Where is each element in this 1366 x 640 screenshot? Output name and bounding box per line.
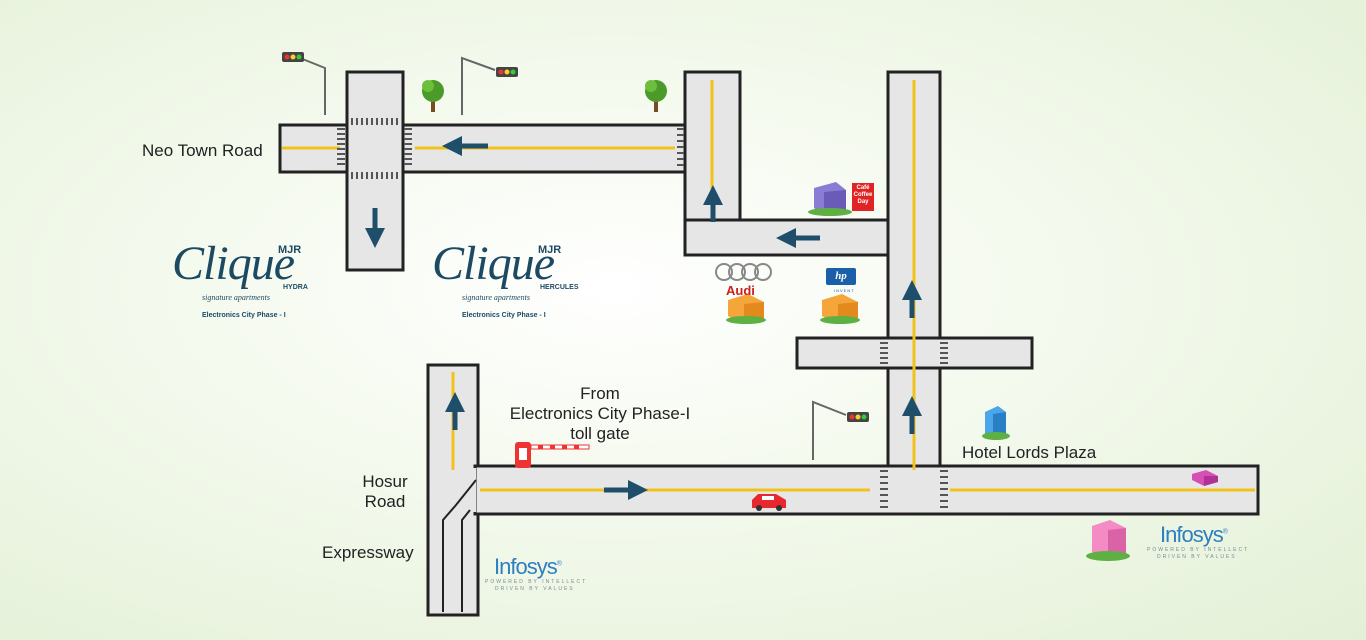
neo-town-road-label: Neo Town Road [142, 141, 263, 160]
infosys-wordmark: Infosys [494, 554, 558, 579]
variant-label: HYDRA [283, 284, 308, 291]
traffic-light-icon [812, 400, 869, 460]
mjr-clique-hydra-logo: MJR Clique HYDRA signature apartments El… [168, 238, 318, 324]
variant-label: HERCULES [540, 284, 579, 291]
from-label-line1: From [580, 384, 620, 403]
hosur-road-label: Hosur Road [350, 472, 420, 512]
infosys-tagline-left: POWERED BY INTELLECT DRIVEN BY VALUES [485, 579, 587, 593]
hosur-label-line2: Road [364, 492, 406, 511]
infosys-tag-line2: DRIVEN BY VALUES [1157, 554, 1237, 560]
audi-logo [715, 263, 772, 281]
zebra-1 [337, 128, 345, 165]
tagline: signature apartments [202, 293, 270, 302]
clique-wordmark: Clique [432, 237, 555, 290]
mjr-label: MJR [538, 244, 562, 256]
zebra-6 [880, 342, 888, 364]
infosys-tag-line1: POWERED BY INTELLECT [485, 579, 588, 585]
traffic-light-icon [461, 56, 518, 115]
zebra-crossings [337, 118, 948, 508]
traffic-light-icon [282, 52, 326, 115]
infosys-tag-line1: POWERED BY INTELLECT [1147, 547, 1250, 553]
tree-icon [645, 80, 667, 112]
zebra-4 [351, 172, 398, 179]
from-label-line2: Electronics City Phase-I [509, 404, 691, 423]
zebra-9 [940, 470, 948, 508]
zebra-3 [351, 118, 398, 125]
location-label: Electronics City Phase - I [202, 312, 286, 319]
building-icon [982, 406, 1010, 440]
hp-logo: hp [826, 268, 856, 285]
infosys-wordmark: Infosys [1160, 522, 1224, 547]
direction-arrows [365, 136, 922, 500]
car-icon [752, 494, 786, 511]
infosys-logo-left: Infosys® [494, 554, 562, 579]
building-icon [1086, 520, 1130, 561]
infosys-logo-right: Infosys® [1160, 522, 1228, 547]
zebra-2 [404, 128, 412, 165]
zebra-8 [880, 470, 888, 508]
cafe-coffee-day-logo: Café Coffee Day [852, 183, 874, 211]
zebra-7 [940, 342, 948, 364]
mjr-label: MJR [278, 244, 302, 256]
building-icon [726, 294, 766, 324]
infosys-tagline-right: POWERED BY INTELLECT DRIVEN BY VALUES [1147, 547, 1249, 561]
hosur-label-line1: Hosur [362, 472, 408, 491]
expressway-label: Expressway [322, 543, 414, 562]
tagline: signature apartments [462, 293, 530, 302]
building-icon [808, 182, 852, 216]
building-icon [820, 294, 860, 324]
expressway-divider [442, 479, 477, 612]
tree-icon [422, 80, 444, 112]
from-label-line3: toll gate [570, 424, 630, 443]
neo-town-cross-road [345, 70, 405, 272]
infosys-tag-line2: DRIVEN BY VALUES [495, 586, 575, 592]
hp-tagline: INVENT [834, 288, 855, 293]
hotel-lords-plaza-label: Hotel Lords Plaza [962, 443, 1097, 462]
zebra-5 [677, 128, 684, 166]
clique-wordmark: Clique [172, 237, 295, 290]
mjr-clique-hercules-logo: MJR Clique HERCULES signature apartments… [430, 238, 590, 324]
toll-gate-icon [515, 442, 590, 468]
building-icon [1192, 470, 1218, 486]
audi-wordmark: Audi [726, 283, 755, 298]
from-label: From Electronics City Phase-I toll gate [470, 384, 730, 444]
location-label: Electronics City Phase - I [462, 312, 546, 319]
